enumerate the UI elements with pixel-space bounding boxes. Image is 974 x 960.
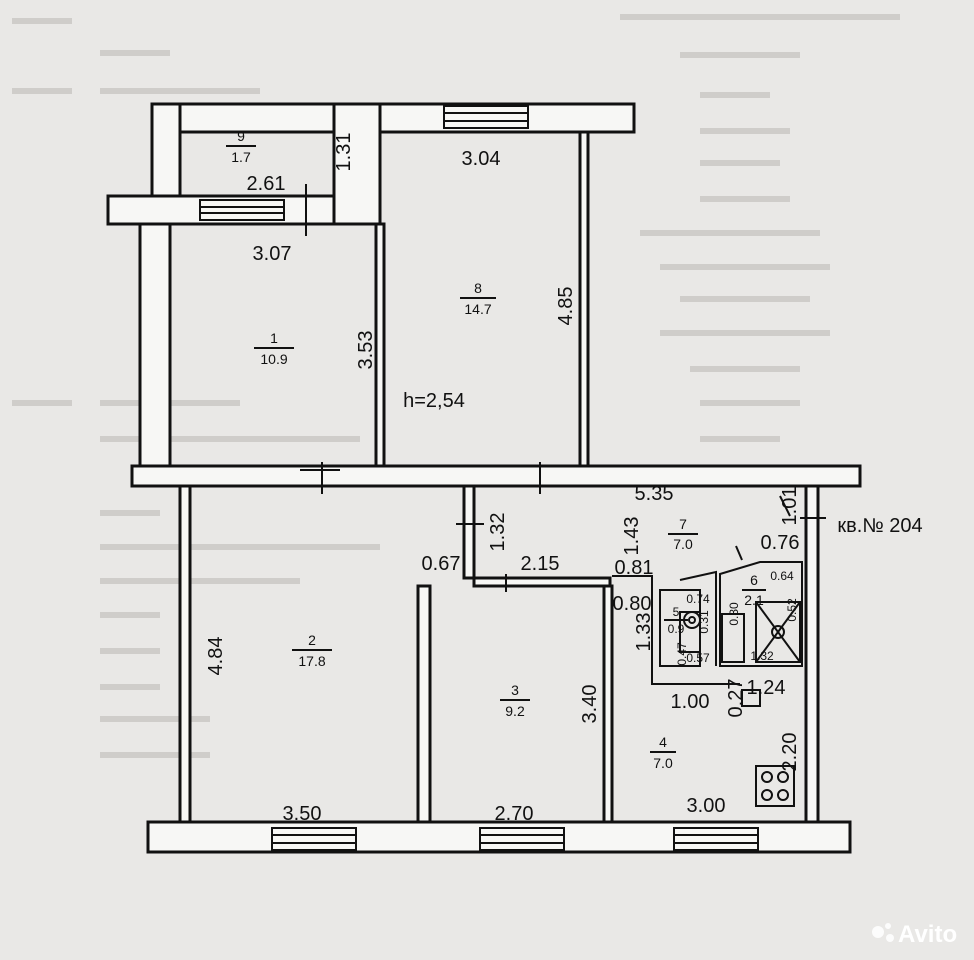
room-2-area: 17.8 [298, 653, 325, 669]
dim-3-04: 3.04 [462, 148, 501, 170]
avito-logo-icon [872, 926, 884, 938]
dim-0-47: 0.47 [675, 642, 689, 666]
dim-0-31: 0.31 [697, 610, 711, 634]
dim-5-35: 5.35 [635, 483, 674, 505]
dim-3-53: 3.53 [355, 331, 377, 370]
dim-1-33: 1.33 [633, 613, 655, 652]
dim-3-07: 3.07 [253, 243, 292, 265]
dim-0-52: 0.52 [785, 598, 799, 622]
dim-0-27: 0.27 [725, 679, 747, 718]
avito-wordmark: Avito [898, 921, 957, 948]
dim-4-85: 4.85 [555, 287, 577, 326]
bath-fixtures [679, 601, 801, 807]
dimension-labels: 1.31 2.61 3.04 3.07 4.85 3.53 h=2,54 5.3… [205, 133, 923, 825]
dim-0-67: 0.67 [422, 553, 461, 575]
room-4-area: 7.0 [653, 755, 673, 771]
dim-1-32-bath: 1.32 [750, 649, 774, 663]
room-5-number: 5 [673, 605, 680, 619]
room-4-number: 4 [659, 734, 667, 750]
dim-4-84: 4.84 [205, 637, 227, 676]
room-5-area: 0.9 [668, 622, 685, 636]
room-7-number: 7 [679, 516, 687, 532]
room-1-area: 10.9 [260, 351, 287, 367]
room-9-area: 1.7 [231, 149, 251, 165]
dim-2-20: 2.20 [779, 733, 801, 772]
avito-watermark: Avito [872, 921, 957, 948]
dim-0-30: 0.30 [727, 602, 741, 626]
dim-0-80: 0.80 [613, 593, 652, 615]
room-3-area: 9.2 [505, 703, 525, 719]
room-fraction-lines [226, 145, 766, 753]
dim-3-40: 3.40 [579, 685, 601, 724]
dim-2-70: 2.70 [495, 803, 534, 825]
dim-2-15: 2.15 [521, 553, 560, 575]
room-1-number: 1 [270, 330, 278, 346]
dim-1-24: 1.24 [747, 677, 786, 699]
room-labels: 9 1.7 8 14.7 1 10.9 7 7.0 6 2.1 5 0.9 2 … [231, 128, 764, 771]
dim-2-61: 2.61 [247, 173, 286, 195]
door-ticks [300, 184, 826, 592]
room-8-number: 8 [474, 280, 482, 296]
dim-0-64: 0.64 [770, 569, 794, 583]
dim-1-43: 1.43 [621, 517, 643, 556]
windows [199, 105, 759, 851]
ceiling-height: h=2,54 [403, 390, 465, 412]
room-9-number: 9 [237, 128, 245, 144]
dim-3-50: 3.50 [283, 803, 322, 825]
room-6-number: 6 [750, 572, 758, 588]
dim-0-57: 0.57 [686, 651, 710, 665]
dim-3-00: 3.00 [687, 795, 726, 817]
dim-1-31: 1.31 [333, 133, 355, 172]
apartment-number: кв.№ 204 [837, 515, 922, 537]
room-6-area: 2.1 [744, 592, 764, 608]
walls [106, 102, 862, 854]
room-7-area: 7.0 [673, 536, 693, 552]
dim-1-01: 1.01 [779, 487, 801, 526]
room-3-number: 3 [511, 682, 519, 698]
dim-1-32: 1.32 [487, 513, 509, 552]
dim-0-74: 0.74 [686, 592, 710, 606]
room-8-area: 14.7 [464, 301, 491, 317]
dim-0-76: 0.76 [761, 532, 800, 554]
dim-1-00: 1.00 [671, 691, 710, 713]
room-2-number: 2 [308, 632, 316, 648]
dim-0-81: 0.81 [615, 557, 654, 579]
